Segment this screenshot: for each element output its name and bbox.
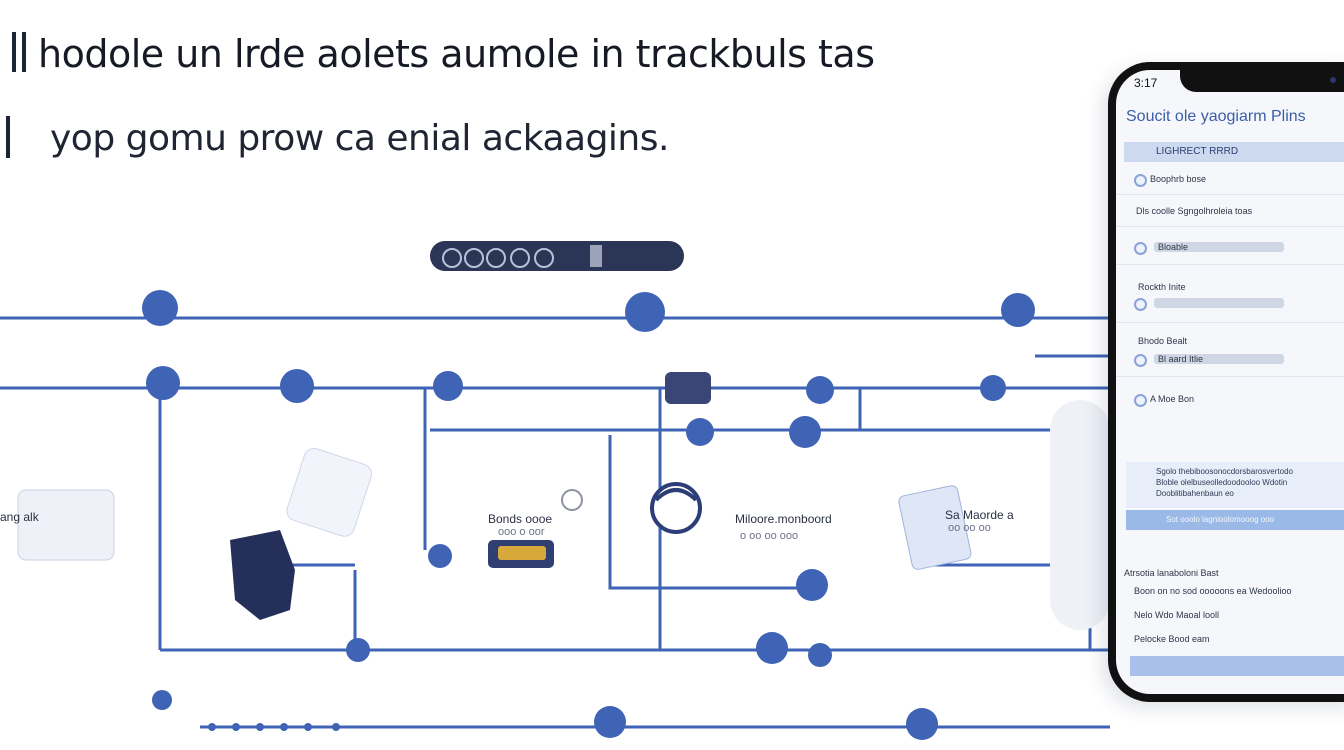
action-bar[interactable]: Sot ooolo lagnioolomooog ooo [1126, 510, 1344, 530]
radio-icon [1134, 242, 1147, 255]
info-line: Dooblitibahenbaun eo [1156, 489, 1234, 498]
card-illustration [286, 447, 373, 537]
card-illustration [898, 485, 972, 570]
globe-icon [654, 488, 698, 502]
text-field[interactable] [1154, 354, 1284, 364]
row-label: Dls coolle Sgngolhroleia toas [1136, 206, 1253, 216]
node [280, 723, 288, 731]
ring-icon [510, 248, 530, 268]
node [232, 723, 240, 731]
ring-icon [534, 248, 554, 268]
info-line: Sgolo thebiboosonocdorsbarosvertodo [1156, 467, 1293, 476]
radio-icon [1134, 394, 1147, 407]
divider [1116, 322, 1344, 323]
connector-lines [0, 316, 1110, 729]
node [346, 638, 370, 662]
list-title: Atrsotia lanaboloni Bast [1124, 568, 1219, 578]
list-item-label: Nelo Wdo Maoal looll [1134, 610, 1220, 620]
divider [1116, 226, 1344, 227]
app-title: Soucit ole yaogiarm Plins [1126, 108, 1306, 125]
node-sub-center: ooo o oor [498, 526, 545, 538]
node-label-right: Sa Maorde a [945, 508, 1014, 522]
info-line: Bloble olelbuseolledoodooloo Wdotin [1156, 478, 1288, 487]
ring-icon [561, 489, 583, 511]
nodes [142, 290, 1035, 740]
node [208, 723, 216, 731]
card-illustration [1050, 400, 1110, 630]
node [980, 375, 1006, 401]
info-box: Sgolo thebiboosonocdorsbarosvertodo Blob… [1126, 462, 1344, 508]
phone-mockup: 3:17 Soucit ole yaogiarm Plins LIGHRECT … [1108, 62, 1344, 702]
node [796, 569, 828, 601]
node [433, 371, 463, 401]
ring-icon [442, 248, 462, 268]
node [625, 292, 665, 332]
node [806, 376, 834, 404]
row-label: Rockth Inite [1138, 282, 1186, 292]
card-illustration [498, 546, 546, 560]
divider [1116, 194, 1344, 195]
node-label-center: Bonds oooe [488, 512, 553, 526]
phone-notch [1180, 70, 1344, 92]
connector [160, 388, 662, 652]
glove-icon [230, 530, 295, 620]
row-label: Bl aard Itlie [1158, 354, 1204, 364]
card-illustration [665, 372, 711, 404]
status-time: 3:17 [1134, 76, 1158, 90]
node [146, 366, 180, 400]
node [152, 690, 172, 710]
headline-bar [12, 32, 16, 72]
node-label-globe: Miloore.monboord [735, 512, 832, 526]
globe-icon [650, 482, 702, 534]
phone-screen: 3:17 Soucit ole yaogiarm Plins LIGHRECT … [1116, 70, 1344, 694]
node [142, 290, 178, 326]
decorations [17, 372, 1110, 630]
node [789, 416, 821, 448]
node [428, 544, 452, 568]
camera-icon [1330, 77, 1336, 83]
node [906, 708, 938, 740]
list-item-label: Boon on no sod ooooons ea Wedoolioo [1134, 586, 1292, 596]
radio-icon [1134, 174, 1147, 187]
list-item-label: Pelocke Bood eam [1134, 634, 1210, 644]
node [280, 369, 314, 403]
row-label: Boophrb bose [1150, 174, 1207, 184]
radio-icon [1134, 298, 1147, 311]
section-header: LIGHRECT RRRD [1124, 142, 1344, 162]
radio-icon [1134, 354, 1147, 367]
node [1001, 293, 1035, 327]
headline-bar [6, 116, 10, 158]
node [808, 643, 832, 667]
text-field[interactable] [1154, 298, 1284, 308]
ring-icon [464, 248, 484, 268]
node-sub-right: oo oo oo [948, 522, 991, 534]
node-sub-globe: o oo oo ooo [740, 530, 799, 542]
ring-icon [486, 248, 506, 268]
node [594, 706, 626, 738]
footer-bar [1130, 656, 1344, 676]
headline-bar [22, 32, 26, 72]
pill-toolbar[interactable] [430, 241, 684, 271]
row-label: Bloable [1158, 242, 1189, 252]
row-label: Bhodo Bealt [1138, 336, 1188, 346]
node [756, 632, 788, 664]
node [686, 418, 714, 446]
node-label-left: ang alk [0, 510, 39, 524]
node [256, 723, 264, 731]
text-field[interactable] [1154, 242, 1284, 252]
divider [1116, 376, 1344, 377]
connector [608, 435, 820, 590]
row-label: A Moe Bon [1150, 394, 1195, 404]
node [304, 723, 312, 731]
divider [1116, 264, 1344, 265]
headline-line-1: hodole un lrde aolets aumole in trackbul… [38, 32, 875, 76]
card-illustration [17, 489, 115, 561]
node [332, 723, 340, 731]
headline-line-2: yop gomu prow ca enial ackaagins. [50, 118, 669, 159]
toolbar-segment [590, 245, 602, 267]
